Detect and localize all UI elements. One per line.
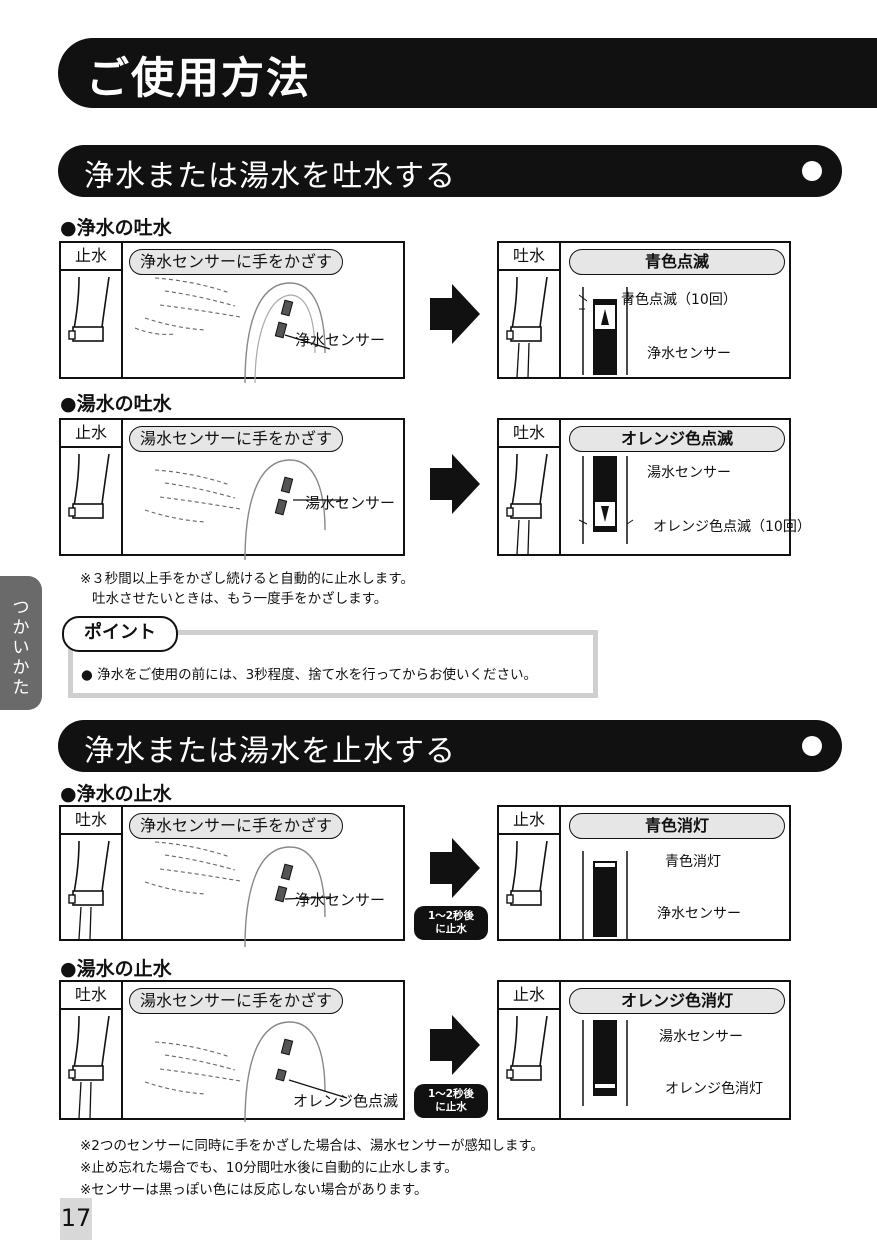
- state-tab: 吐水: [499, 243, 561, 271]
- hand-sensor-illustration: [144, 1021, 348, 1123]
- result-panel-clean-dispense: 吐水 青色点滅 青色点滅（10回） 浄水センサー: [497, 241, 791, 379]
- faucet-column: [61, 420, 123, 554]
- side-tab-label: つかいかた: [12, 598, 30, 698]
- sensor-label: 浄水センサー: [295, 891, 386, 909]
- sensor-label: 浄水センサー: [295, 331, 386, 349]
- faucet-column: [499, 243, 561, 378]
- sensor-panel-icon: [578, 456, 634, 544]
- point-label: ポイント: [62, 616, 178, 652]
- result-panel-clean-stop: 止水 青色消灯 青色消灯 浄水センサー: [497, 805, 791, 941]
- step-panel-clean-stop: 吐水 浄水センサーに手をかざす 浄水センサー: [59, 805, 405, 948]
- faucet-flow-icon: [68, 840, 110, 940]
- faucet-column: [61, 807, 123, 940]
- state-tab: 吐水: [61, 982, 123, 1010]
- result-pill: オレンジ色消灯: [569, 988, 785, 1014]
- badge-line: に止水: [435, 1101, 467, 1113]
- hand-sensor-illustration: [134, 277, 331, 384]
- faucet-column: [61, 982, 123, 1119]
- arrow-right-icon: [430, 284, 480, 344]
- page-title: ご使用方法: [86, 54, 311, 104]
- note-redispense: 吐水させたいときは、もう一度手をかざします。: [92, 591, 388, 607]
- faucet-column: [61, 243, 123, 377]
- page-number: 17: [60, 1198, 92, 1240]
- badge-line: 1～2秒後: [427, 1088, 475, 1100]
- step-panel-hot-dispense: 止水 湯水センサーに手をかざす 湯水センサー: [59, 418, 405, 561]
- state-tab: 止水: [61, 420, 123, 448]
- arrow-right-icon: [430, 1015, 480, 1075]
- arrow-right-icon: [430, 838, 480, 898]
- sensor-panel-icon: [578, 287, 634, 375]
- subheading-hot-dispense: ●湯水の吐水: [60, 393, 172, 415]
- faucet-icon: [506, 840, 548, 906]
- result-label-off: オレンジ色消灯: [665, 1081, 763, 1097]
- section-heading-stop: 浄水または湯水を止水する: [58, 720, 842, 772]
- section-heading-dispense: 浄水または湯水を吐水する: [58, 145, 842, 197]
- faucet-column: [499, 807, 561, 939]
- faucet-icon: [68, 276, 110, 342]
- page-title-bar: ご使用方法: [58, 38, 877, 108]
- arrow-right-icon: [430, 454, 480, 514]
- sensor-label: 湯水センサー: [305, 494, 396, 512]
- faucet-column: [499, 420, 561, 555]
- point-text: ● 浄水をご使用の前には、3秒程度、捨て水を行ってからお使いください。: [81, 667, 537, 683]
- state-tab: 止水: [499, 982, 561, 1010]
- hand-sensor-illustration: [144, 459, 347, 561]
- faucet-icon: [68, 453, 110, 519]
- step-panel-hot-stop: 吐水 湯水センサーに手をかざす オレンジ色点滅: [59, 980, 405, 1123]
- result-label-sensor: 浄水センサー: [647, 346, 731, 362]
- hand-sensor-illustration: [144, 841, 331, 948]
- faucet-flow-icon: [506, 276, 548, 378]
- instruction-pill: 湯水センサーに手をかざす: [129, 988, 344, 1014]
- result-pill: オレンジ色点滅: [569, 426, 785, 452]
- note-dark-color: ※センサーは黒っぽい色には反応しない場合があります。: [80, 1182, 428, 1198]
- faucet-flow-icon: [68, 1015, 110, 1119]
- delay-badge: 1～2秒後 に止水: [414, 1084, 488, 1118]
- delay-badge: 1～2秒後 に止水: [414, 906, 488, 940]
- point-box: ● 浄水をご使用の前には、3秒程度、捨て水を行ってからお使いください。: [68, 630, 598, 698]
- note-both-sensors: ※2つのセンサーに同時に手をかざした場合は、湯水センサーが感知します。: [80, 1138, 545, 1154]
- state-tab: 止水: [61, 243, 123, 271]
- sensor-label: オレンジ色点滅: [293, 1092, 399, 1110]
- instruction-pill: 浄水センサーに手をかざす: [129, 813, 344, 839]
- section-title: 浄水または湯水を止水する: [84, 734, 456, 769]
- faucet-flow-icon: [506, 453, 548, 555]
- result-pill: 青色消灯: [569, 813, 785, 839]
- note-auto-stop: ※３秒間以上手をかざし続けると自動的に止水します。: [80, 571, 414, 587]
- result-panel-hot-dispense: 吐水 オレンジ色点滅 湯水センサー オレンジ色点滅（10回）: [497, 418, 811, 556]
- result-pill: 青色点滅: [569, 249, 785, 275]
- subheading-clean-stop: ●浄水の止水: [60, 783, 172, 805]
- result-label-sensor: 浄水センサー: [657, 906, 741, 922]
- section-title: 浄水または湯水を吐水する: [84, 159, 456, 194]
- result-label-sensor: 湯水センサー: [659, 1029, 743, 1045]
- badge-line: 1～2秒後: [427, 910, 475, 922]
- result-label-sensor: 湯水センサー: [647, 465, 731, 481]
- faucet-column: [499, 982, 561, 1118]
- state-tab: 止水: [499, 807, 561, 835]
- state-tab: 吐水: [61, 807, 123, 835]
- sensor-panel-icon: [582, 851, 628, 939]
- badge-line: に止水: [435, 923, 467, 935]
- result-label-blink: オレンジ色点滅（10回）: [653, 519, 811, 535]
- faucet-icon: [506, 1015, 548, 1081]
- result-label-blink: 青色点滅（10回）: [621, 292, 737, 308]
- sensor-panel-icon: [582, 1020, 628, 1106]
- side-tab: つかいかた: [0, 576, 42, 710]
- subheading-hot-stop: ●湯水の止水: [60, 958, 172, 980]
- bullet-dot-icon: [802, 161, 822, 181]
- note-auto-stop-10min: ※止め忘れた場合でも、10分間吐水後に自動的に止水します。: [80, 1160, 458, 1176]
- subheading-clean-dispense: ●浄水の吐水: [60, 217, 172, 239]
- result-panel-hot-stop: 止水 オレンジ色消灯 湯水センサー オレンジ色消灯: [497, 980, 791, 1120]
- state-tab: 吐水: [499, 420, 561, 448]
- instruction-pill: 浄水センサーに手をかざす: [129, 249, 344, 275]
- step-panel-clean-dispense: 止水 浄水センサーに手をかざす 浄水センサー: [59, 241, 405, 384]
- bullet-dot-icon: [802, 736, 822, 756]
- result-label-off: 青色消灯: [665, 854, 721, 870]
- instruction-pill: 湯水センサーに手をかざす: [129, 426, 344, 452]
